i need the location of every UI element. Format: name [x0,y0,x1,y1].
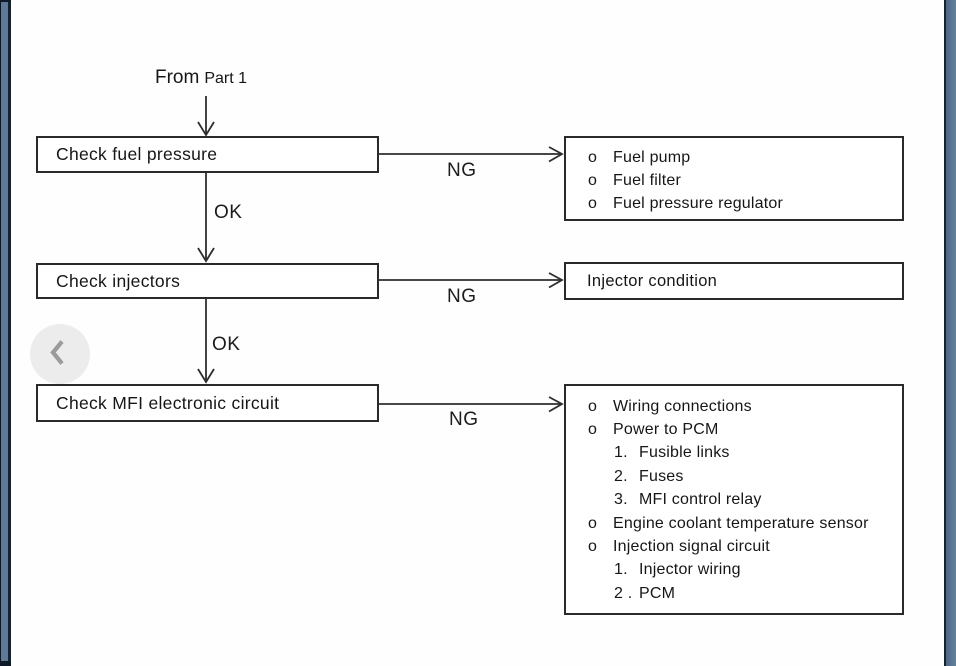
list-item-text: Wiring connections [613,397,752,415]
step-box-check-mfi-circuit: Check MFI electronic circuit [36,384,379,422]
result-title: Injector condition [587,271,718,290]
list-item-text: Fuses [639,467,684,485]
from-label-sub: Part 1 [204,70,248,87]
bullet-marker: o [588,421,598,439]
bullet-marker: o [588,397,598,415]
step-box-check-fuel-pressure: Check fuel pressure [36,136,379,173]
left-strip-top-cap [0,0,11,2]
arrowhead-down-2 [197,247,215,263]
list-item-text: Injector wiring [639,561,741,579]
bullet-marker: o [588,195,598,213]
result-box-mfi-circuit: o Wiring connections o Power to PCM 1. F… [564,384,904,615]
list-item: o Engine coolant temperature sensor [566,512,902,535]
number-marker: 2 . [614,584,633,602]
chevron-left-icon [30,324,90,384]
list-item: 2. Fuses [566,465,902,488]
step-box-check-injectors: Check injectors [36,263,379,299]
list-item: o Wiring connections [566,395,902,418]
arrowhead-down-1 [197,121,215,137]
list-item: 3. MFI control relay [566,489,902,512]
result-box-fuel-pressure: o Fuel pump o Fuel filter o Fuel pressur… [564,136,904,221]
list-item: 1. Fusible links [566,442,902,465]
list-item: o Fuel pump [566,146,902,169]
back-button[interactable] [30,324,90,384]
arrowhead-right-2 [548,272,564,289]
step-label: Check MFI electronic circuit [56,392,280,413]
left-strip-bottom-cap [0,661,11,666]
bullet-marker: o [588,148,598,166]
step-label: Check fuel pressure [56,144,218,164]
list-item: 1. Injector wiring [566,559,902,582]
list-item-text: Fusible links [639,444,730,462]
left-border-strip [0,0,11,666]
ok-label-1: OK [214,202,243,223]
number-marker: 3. [614,491,628,509]
right-border-strip [944,0,956,666]
from-label-main: From [155,67,200,88]
list-item-text: Injection signal circuit [613,538,770,556]
list-item: o Fuel filter [566,169,902,192]
list-item-text: PCM [639,584,676,602]
list-item-text: Engine coolant temperature sensor [613,514,869,532]
number-marker: 1. [614,561,628,579]
arrowhead-right-3 [548,396,564,413]
list-item-text: Fuel pump [613,148,691,166]
arrowhead-right-1 [548,146,564,163]
ok-label-2: OK [212,334,241,355]
arrowhead-down-3 [197,368,215,384]
number-marker: 1. [614,444,628,462]
list-item-text: Fuel filter [613,172,681,190]
list-item-text: Power to PCM [613,421,719,439]
bullet-marker: o [588,538,598,556]
bullet-marker: o [588,514,598,532]
list-item: 2 . PCM [566,582,902,605]
ng-label-2: NG [447,286,477,307]
ng-label-1: NG [447,160,477,181]
step-label: Check injectors [56,270,181,291]
list-item: o Power to PCM [566,418,902,441]
number-marker: 2. [614,467,628,485]
list-item-text: MFI control relay [639,491,762,509]
list-item-text: Fuel pressure regulator [613,195,784,213]
ng-label-3: NG [449,409,479,430]
list-item: o Injection signal circuit [566,535,902,558]
bullet-marker: o [588,172,598,190]
result-box-injector-condition: Injector condition [564,262,904,300]
list-item: o Fuel pressure regulator [566,193,902,216]
